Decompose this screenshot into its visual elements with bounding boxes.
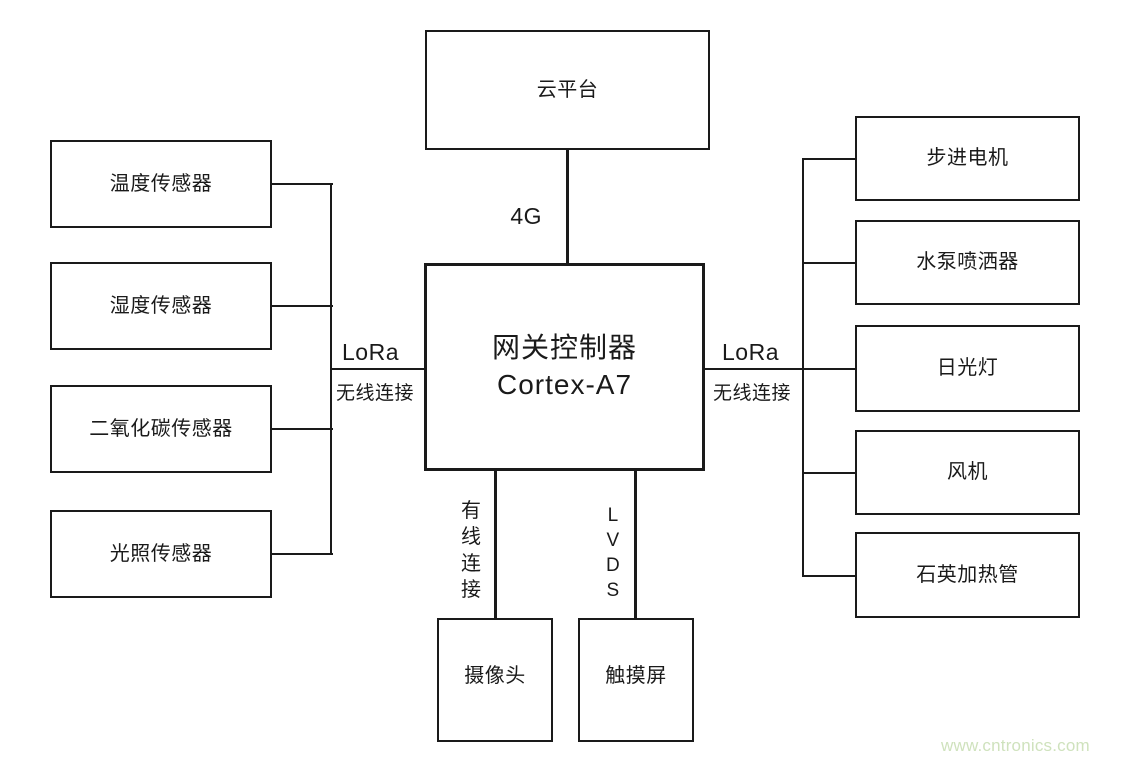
edge-label-camera-wired: 有 线 连 接 [461,498,481,604]
node-sensor-co2-label: 二氧化碳传感器 [89,417,233,440]
node-peripheral-camera-label: 摄像头 [464,664,526,687]
edge-stub-temperature [272,183,333,185]
node-gateway-controller[interactable]: 网关控制器 Cortex-A7 [424,263,705,471]
edge-label-touchscreen-lvds-char-3: S [606,580,620,602]
edge-label-4g: 4G [510,203,542,229]
edge-stub-light [272,553,333,555]
node-actuator-fan[interactable]: 风机 [855,430,1080,515]
edge-label-camera-wired-char-2: 连 [461,552,481,575]
edge-label-right-lora-sub: 无线连接 [713,383,792,404]
edge-cloud-to-controller [566,150,569,264]
node-peripheral-touchscreen-label: 触摸屏 [605,664,667,687]
node-sensor-humidity-label: 湿度传感器 [109,294,213,317]
edge-label-camera-wired-char-0: 有 [461,500,481,522]
node-actuator-fan-label: 风机 [947,461,988,483]
node-actuator-water-pump-label: 水泵喷洒器 [916,251,1019,273]
edge-label-right-lora: LoRa [722,339,779,365]
edge-label-touchscreen-lvds-char-2: D [606,555,621,577]
edge-stub-humidity [272,305,333,307]
node-sensor-co2[interactable]: 二氧化碳传感器 [50,385,272,473]
node-actuator-quartz-heater-label: 石英加热管 [916,563,1019,586]
node-gateway-controller-line2: Cortex-A7 [496,369,633,400]
node-sensor-temperature[interactable]: 温度传感器 [50,140,272,228]
node-cloud-platform[interactable]: 云平台 [425,30,710,150]
node-cloud-platform-label: 云平台 [536,78,599,101]
edge-right-actuator-bus [802,158,804,577]
node-sensor-humidity[interactable]: 湿度传感器 [50,262,272,350]
edge-label-touchscreen-lvds-char-1: V [606,530,620,552]
node-peripheral-touchscreen[interactable]: 触摸屏 [578,618,694,742]
node-actuator-stepper-motor-label: 步进电机 [926,147,1009,169]
node-actuator-daylight-lamp[interactable]: 日光灯 [855,325,1080,412]
node-sensor-temperature-label: 温度传感器 [109,172,213,195]
edge-label-camera-wired-char-3: 接 [461,579,481,602]
edge-right-lora-link [703,368,804,370]
edge-left-lora-link [330,368,426,370]
edge-label-touchscreen-lvds: L V D S [606,503,620,603]
edge-stub-co2 [272,428,333,430]
edge-controller-to-camera [494,470,497,620]
node-actuator-quartz-heater[interactable]: 石英加热管 [855,532,1080,618]
node-actuator-daylight-lamp-label: 日光灯 [936,357,999,379]
node-sensor-light[interactable]: 光照传感器 [50,510,272,598]
edge-label-touchscreen-lvds-char-0: L [607,505,619,526]
edge-stub-water-pump [802,262,857,264]
edge-label-left-lora-sub: 无线连接 [336,383,415,404]
edge-stub-fan [802,472,857,474]
node-peripheral-camera[interactable]: 摄像头 [437,618,553,742]
watermark: www.cntronics.com [941,736,1090,755]
node-actuator-water-pump[interactable]: 水泵喷洒器 [855,220,1080,305]
node-sensor-light-label: 光照传感器 [109,542,213,565]
node-gateway-controller-line1: 网关控制器 [491,332,637,364]
edge-stub-quartz-heater [802,575,857,577]
edge-stub-stepper-motor [802,158,857,160]
edge-controller-to-touchscreen [634,470,637,620]
edge-label-left-lora: LoRa [342,339,399,365]
edge-label-camera-wired-char-1: 线 [461,526,481,549]
node-actuator-stepper-motor[interactable]: 步进电机 [855,116,1080,201]
edge-stub-daylight-lamp [802,368,857,370]
